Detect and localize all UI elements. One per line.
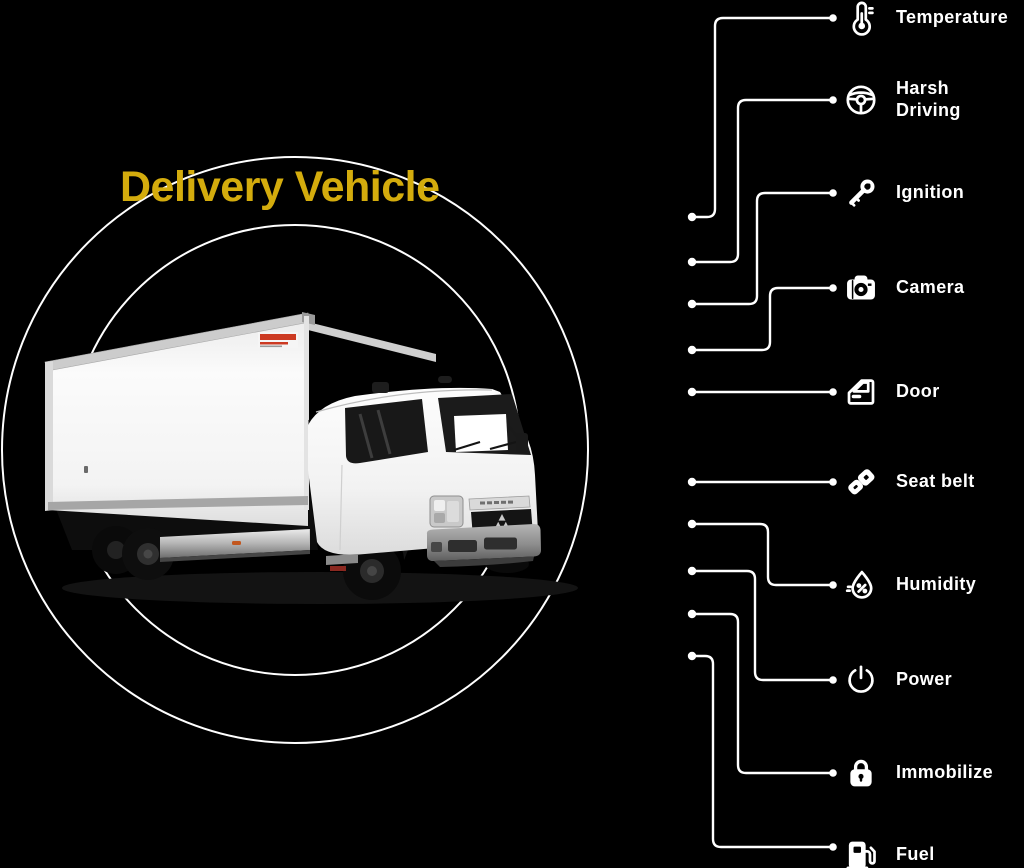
seat-belt-icon [842,464,879,501]
feature-power: Power [842,660,1014,700]
car-door-icon [842,374,879,411]
feature-label: Seat belt [896,471,975,492]
connector-dots [687,14,837,851]
ignition-key-icon [842,175,879,212]
feature-label: Temperature [896,7,1009,28]
connector-harsh-driving [690,98,835,264]
feature-label: Door [896,381,940,402]
feature-temperature: Temperature [842,0,1014,38]
truck-cargo-box [44,312,436,526]
camera-icon [842,270,879,307]
page-title: Delivery Vehicle [120,163,440,211]
feature-label: Immobilize [896,762,994,783]
outer-circle [1,156,589,744]
water-drop-icon [842,567,879,604]
feature-camera: Camera [842,268,1014,308]
connector-ignition [690,191,835,306]
feature-label: Power [896,669,953,690]
feature-label: Harsh Driving [896,78,961,120]
thermometer-icon [842,0,879,37]
feature-label: Humidity [896,574,977,595]
right-mirror [516,433,528,453]
side-window [345,399,428,464]
feature-fuel: Fuel [842,835,1014,868]
connector-humidity [690,522,835,587]
delivery-truck-illustration [44,312,578,604]
truck-shadow [62,572,578,604]
connector-immobilize [690,612,835,775]
connector-power [690,569,835,682]
feature-door: Door [842,372,1014,412]
power-icon [842,662,879,699]
connector-fuel [690,654,835,849]
steering-wheel-icon [842,82,879,119]
connector-camera [690,286,835,352]
feature-immobilize: Immobilize [842,753,1014,793]
padlock-icon [842,755,879,792]
feature-ignition: Ignition [842,173,1014,213]
truck-cab [308,376,541,600]
feature-label: Ignition [896,182,965,203]
connector-temperature [690,16,835,219]
fuel-pump-icon [842,837,879,868]
feature-label: Fuel [896,844,935,865]
feature-harsh-driving: Harsh Driving [842,78,1014,120]
left-mirror [372,382,389,393]
feature-humidity: Humidity [842,565,1014,605]
feature-label: Camera [896,277,965,298]
feature-seat-belt: Seat belt [842,462,1014,502]
